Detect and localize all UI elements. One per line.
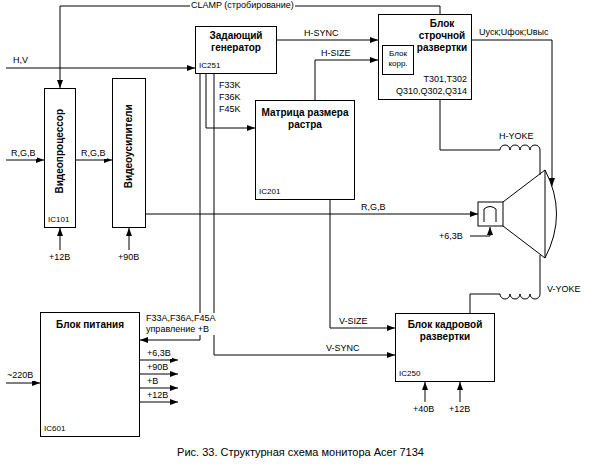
signal-label: V-YOKE — [546, 284, 582, 295]
signal-label: F33A,F36A,F45A управление +В — [145, 313, 239, 335]
block-box: ВидеопроцессорIC101 — [44, 88, 76, 228]
block-title: Матрица размера растра — [260, 107, 350, 131]
supply-wire — [129, 228, 130, 250]
part-list: T301,T302 — [423, 74, 467, 85]
block-box: Задающий генераторIC251 — [195, 26, 277, 74]
chip-ref: IC601 — [44, 424, 65, 434]
block-title: Задающий генератор — [198, 30, 274, 54]
signal-label: +90В — [117, 252, 140, 263]
mains-wire — [6, 383, 40, 384]
rgb-input-wire — [6, 160, 44, 161]
signal-label: R,G,B — [10, 148, 37, 159]
hv-input-wire — [6, 68, 195, 69]
signal-label: H-YOKE — [498, 131, 535, 142]
block-title: Видеопроцессор — [54, 109, 66, 194]
block-title: Блок кадровой развертки — [400, 319, 490, 343]
chip-ref: IC101 — [48, 215, 69, 225]
signal-connector — [140, 74, 200, 340]
signal-label: +6,3В — [438, 231, 464, 242]
signal-label: V-SIZE — [338, 316, 369, 327]
block-box: Блок питанияIC601 — [40, 312, 140, 437]
signal-label: F45K — [218, 104, 242, 115]
signal-label: +12В — [48, 252, 71, 263]
signal-connector — [277, 40, 378, 41]
chip-ref: IC250 — [399, 369, 420, 379]
sub-block-title: Блок корр. — [384, 49, 412, 69]
figure-caption: Рис. 33. Структурная схема монитора Acer… — [0, 446, 601, 459]
signal-connector — [330, 200, 395, 328]
signal-label: R,G,B — [80, 148, 107, 159]
signal-label: H-SIZE — [320, 48, 352, 59]
block-box: Матрица размера растраIC201 — [255, 100, 355, 200]
signal-label: +6,3В — [146, 348, 172, 359]
signal-label: V-SYNC — [325, 343, 361, 354]
supply-wire — [60, 228, 61, 250]
signal-label: R,G,B — [360, 202, 387, 213]
block-title: Блок строчной развертки — [415, 18, 469, 54]
signal-connector — [315, 60, 378, 100]
signal-connector — [206, 74, 255, 128]
chip-ref: IC201 — [259, 187, 280, 197]
block-box: Видеоусилители — [112, 78, 146, 228]
rgb-crt-wire — [146, 214, 478, 215]
output-wire — [140, 360, 178, 361]
v-yoke-coil — [500, 255, 540, 299]
block-box: Блок корр. — [382, 45, 414, 75]
supply-wire — [460, 382, 461, 402]
crt-bell — [503, 170, 545, 258]
heater-wire — [470, 227, 490, 236]
crt-neck — [478, 202, 503, 226]
block-box: Блок кадровой разверткиIC250 — [395, 313, 495, 382]
h-yoke-wire — [440, 100, 500, 150]
output-wire — [140, 402, 178, 403]
block-box: Блок строчной разверткиT301,T302Q310,Q30… — [378, 14, 472, 100]
signal-label: F33K — [218, 80, 242, 91]
hv-crt-wire — [472, 40, 552, 186]
signal-label: F36K — [218, 92, 242, 103]
signal-label: +12В — [146, 390, 169, 401]
signal-label: +В — [146, 376, 159, 387]
block-title: Видеоусилители — [123, 104, 135, 188]
signal-label: Uуск;Uфок;Uвыс — [478, 27, 549, 38]
signal-connector — [76, 160, 112, 161]
part-list: Q310,Q302,Q314 — [396, 86, 467, 97]
crt-screen — [545, 170, 557, 258]
block-title: Блок питания — [43, 319, 137, 331]
signal-connector — [214, 74, 395, 355]
output-wire — [140, 374, 178, 375]
supply-wire — [425, 382, 426, 402]
signal-label: +40В — [412, 404, 435, 415]
signal-label: H,V — [12, 55, 29, 66]
signal-label: H-SYNC — [303, 28, 340, 39]
crt-heater — [484, 207, 496, 223]
signal-label: +90В — [146, 362, 169, 373]
signal-label: +12В — [448, 404, 471, 415]
signal-label: ~220В — [6, 370, 34, 381]
chip-ref: IC251 — [199, 61, 220, 71]
h-yoke-coil — [500, 145, 540, 175]
signal-label: CLAMP (стробирование) — [190, 0, 295, 11]
output-wire — [140, 388, 178, 389]
v-yoke-wire — [470, 294, 500, 313]
